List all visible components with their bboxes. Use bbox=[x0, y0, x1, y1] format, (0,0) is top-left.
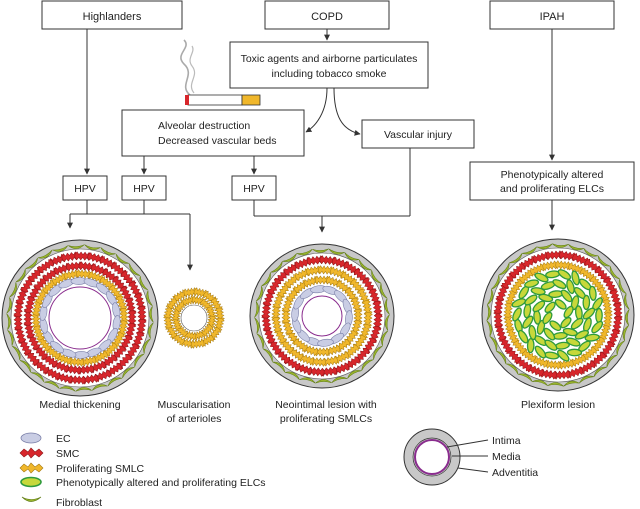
phenotypic-elc-box bbox=[469, 161, 635, 201]
elc-swatch bbox=[20, 476, 42, 488]
smlc-swatch bbox=[19, 462, 44, 474]
vessel-layer-reference bbox=[403, 428, 489, 486]
hpv-box-3 bbox=[231, 175, 277, 201]
ipah-box bbox=[489, 0, 615, 30]
intima-label: Intima bbox=[492, 435, 521, 447]
legend-fibroblast-label: Fibroblast bbox=[56, 497, 102, 509]
muscularised-arteriole-vessel bbox=[163, 287, 225, 349]
toxic-agents-label-line1: Toxic agents and airborne particulates bbox=[241, 53, 418, 65]
vascular-injury-box bbox=[361, 119, 475, 149]
plexiform-caption: Plexiform lesion bbox=[521, 399, 595, 411]
legend-smc-label: SMC bbox=[56, 448, 80, 460]
hpv-label-1: HPV bbox=[74, 183, 96, 195]
toxic-agents-label-line2: including tobacco smoke bbox=[272, 68, 387, 80]
legend-smlc-label: Proliferating SMLC bbox=[56, 463, 145, 475]
hpv-box-1 bbox=[62, 175, 108, 201]
adventitia-label: Adventitia bbox=[492, 467, 538, 479]
alveolar-destruction-box bbox=[121, 109, 305, 157]
alveolar-label-line2: Decreased vascular beds bbox=[158, 135, 276, 147]
phenotypic-label-line1: Phenotypically altered bbox=[501, 169, 604, 181]
neointimal-caption-line2: proliferating SMLCs bbox=[280, 413, 372, 425]
fibroblast-swatch bbox=[21, 496, 42, 502]
ec-swatch bbox=[20, 432, 42, 444]
medial-thickening-vessel bbox=[1, 239, 159, 397]
legend-ec-label: EC bbox=[56, 433, 71, 445]
hpv-label-2: HPV bbox=[133, 183, 155, 195]
legend: EC SMC Proliferating SMLC Phenotypically… bbox=[19, 432, 266, 509]
highlanders-box bbox=[41, 0, 183, 30]
muscularisation-caption-line2: of arterioles bbox=[167, 413, 222, 425]
legend-elc-label: Phenotypically altered and proliferating… bbox=[56, 477, 266, 489]
muscularisation-caption-line1: Muscularisation bbox=[158, 399, 231, 411]
copd-label: COPD bbox=[311, 11, 343, 23]
connector-lines bbox=[67, 29, 555, 271]
ipah-label: IPAH bbox=[540, 11, 565, 23]
neointimal-lesion-vessel bbox=[249, 243, 395, 389]
highlanders-label: Highlanders bbox=[83, 11, 142, 23]
medial-thickening-caption: Medial thickening bbox=[39, 399, 120, 411]
copd-box bbox=[264, 0, 390, 30]
vascular-injury-label: Vascular injury bbox=[384, 129, 453, 141]
cigarette-icon bbox=[180, 39, 261, 106]
hpv-box-2 bbox=[121, 175, 167, 201]
neointimal-caption-line1: Neointimal lesion with bbox=[275, 399, 377, 411]
plexiform-lesion-vessel bbox=[481, 238, 635, 392]
phenotypic-label-line2: and proliferating ELCs bbox=[500, 183, 604, 195]
alveolar-label-line1: Alveolar destruction bbox=[158, 120, 250, 132]
toxic-agents-box bbox=[229, 41, 429, 89]
hpv-label-3: HPV bbox=[243, 183, 265, 195]
media-label: Media bbox=[492, 451, 521, 463]
smc-swatch bbox=[19, 447, 44, 459]
